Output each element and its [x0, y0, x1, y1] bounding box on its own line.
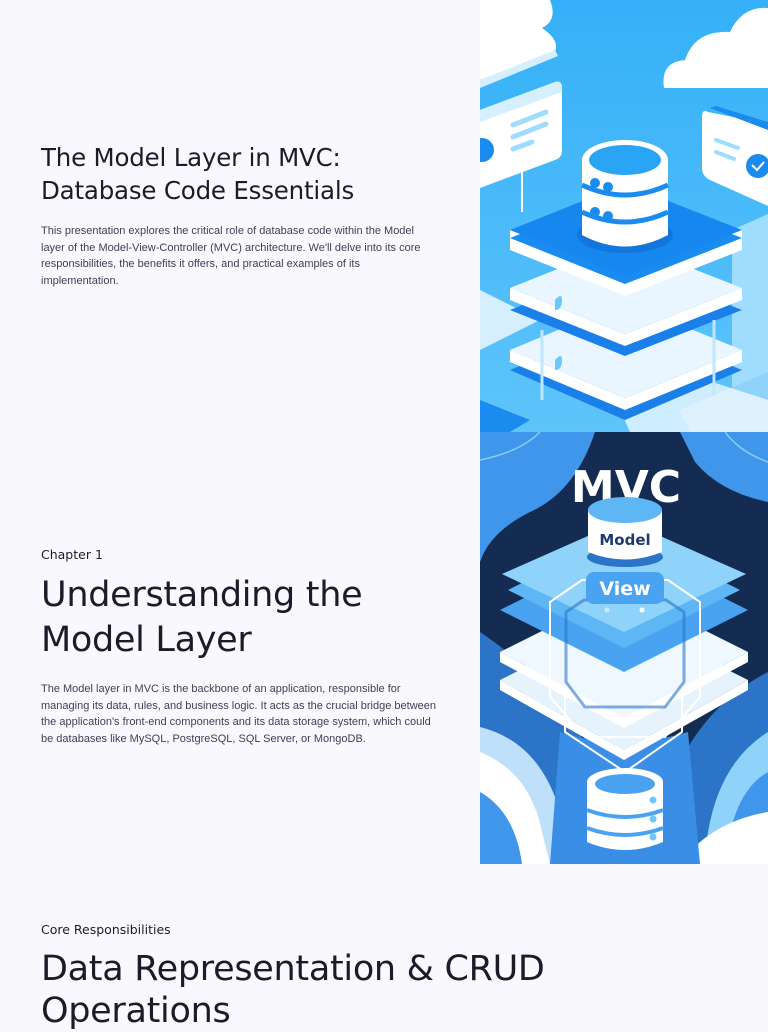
view-label: View — [599, 578, 650, 600]
title-line-1: The Model Layer in MVC: — [41, 143, 341, 172]
model-label: Model — [599, 531, 650, 549]
title-line-2: Operations — [41, 991, 231, 1031]
section-label: Core Responsibilities — [41, 922, 171, 937]
chapter-description: The Model layer in MVC is the backbone o… — [41, 683, 437, 746]
title-line-1: Understanding the — [41, 575, 363, 615]
title-line-2: Database Code Essentials — [41, 176, 355, 205]
database-illustration — [480, 0, 768, 432]
chapter-label: Chapter 1 — [41, 547, 103, 562]
chapter-title: Understanding the Model Layer — [41, 573, 461, 663]
section-title: Data Representation & CRUD Operations — [41, 948, 741, 1032]
title-line-1: Data Representation & CRUD — [41, 949, 545, 989]
mvc-stack-icon: MVC View Model — [480, 432, 768, 864]
title-line-2: Model Layer — [41, 620, 252, 660]
mvc-illustration: MVC View Model — [480, 432, 768, 864]
database-server-icon — [480, 0, 768, 432]
slide-title: The Model Layer in MVC: Database Code Es… — [41, 141, 461, 207]
slide-description: This presentation explores the critical … — [41, 225, 421, 288]
